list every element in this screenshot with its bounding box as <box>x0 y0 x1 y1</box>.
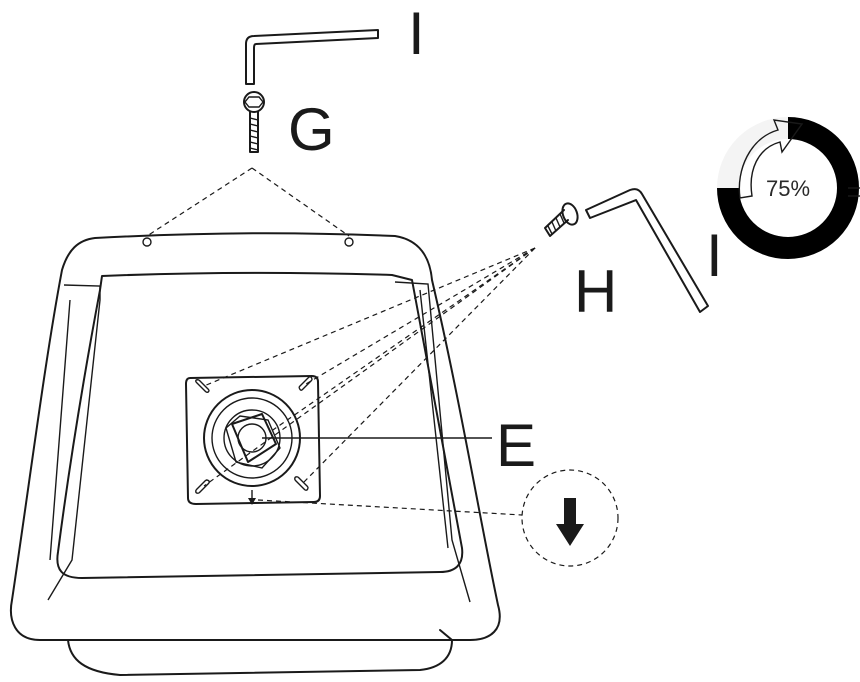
label-screw-g: G <box>288 96 335 163</box>
progress-percent: 75% <box>766 176 810 201</box>
seat-inner-panel-edge <box>49 289 449 561</box>
seat-right-ridge <box>394 281 471 603</box>
seat-inner-panel <box>56 271 464 579</box>
plate-slot-holes <box>195 376 313 494</box>
screw-g <box>243 91 265 153</box>
allen-key-top <box>245 29 379 85</box>
seat-base <box>10 232 501 676</box>
mount-plate <box>185 375 321 505</box>
label-allen-key-right: I <box>706 222 723 289</box>
arrow-down-icon <box>556 498 584 546</box>
screw-hole-left <box>142 237 152 247</box>
seat-cushion-edge <box>67 629 453 676</box>
screw-hole-right <box>344 237 354 247</box>
allen-key-right <box>585 188 709 313</box>
label-mechanism-e: E <box>496 412 536 479</box>
mechanism-plate <box>185 375 492 505</box>
assembly-guides <box>146 167 536 516</box>
progress-arc <box>717 117 859 259</box>
label-screw-h: H <box>574 258 617 325</box>
seat-outer-shell <box>10 232 501 641</box>
circular-arrow-icon <box>738 119 804 199</box>
progress-indicator: 75% <box>717 117 859 259</box>
screw-h <box>544 202 579 237</box>
direction-callout <box>521 469 619 567</box>
label-allen-key-top: I <box>408 0 425 67</box>
